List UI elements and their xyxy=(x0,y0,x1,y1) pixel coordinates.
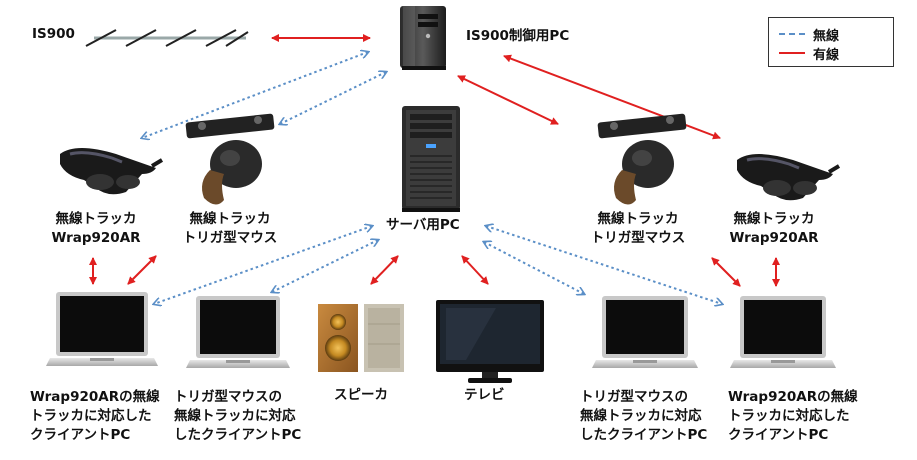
client-mouse-right-line-2: 無線トラッカに対応 xyxy=(580,408,702,424)
wired-link-pc-tracker-mouse-right xyxy=(457,75,559,125)
speaker-label: スピーカ xyxy=(334,387,388,403)
trigger-mouse-icon-left xyxy=(185,113,275,205)
client-wrap-left-line-1: Wrap920ARの無線 xyxy=(30,389,160,405)
client-wrap-right-label: Wrap920ARの無線 トラッカに対応した クライアントPC xyxy=(728,388,858,445)
wireless-link-server-client-3 xyxy=(484,242,584,294)
tracker-wrap-left-line-2: Wrap920AR xyxy=(51,230,141,246)
tracker-mouse-right-line-2: トリガ型マウス xyxy=(590,230,686,246)
wired-link-tracker-wrap-right-client xyxy=(711,257,741,287)
laptop-icon-3 xyxy=(592,296,698,368)
client-mouse-left-line-1: トリガ型マウスの xyxy=(174,389,282,405)
tracker-mouse-right-label: 無線トラッカ トリガ型マウス xyxy=(580,210,696,248)
client-wrap-right-line-3: クライアントPC xyxy=(728,427,829,443)
server-pc-label: サーバ用PC xyxy=(386,217,460,233)
tv-label: テレビ xyxy=(464,387,505,403)
wired-link-server-tv xyxy=(461,255,489,285)
tracker-wrap-right-line-2: Wrap920AR xyxy=(729,230,819,246)
legend: 無線 有線 xyxy=(768,17,894,67)
client-mouse-left-line-3: したクライアントPC xyxy=(174,427,302,443)
legend-item-wired: 有線 xyxy=(779,44,889,63)
tracker-wrap-right-label: 無線トラッカ Wrap920AR xyxy=(724,210,824,248)
legend-wired-label: 有線 xyxy=(813,48,840,63)
hmd-glasses-icon-right xyxy=(737,154,841,201)
is900-pc-label: IS900制御用PC xyxy=(466,28,570,44)
tracker-mouse-left-label: 無線トラッカ トリガ型マウス xyxy=(172,210,288,248)
client-wrap-right-line-1: Wrap920ARの無線 xyxy=(728,389,858,405)
hmd-glasses-icon-left xyxy=(60,148,164,195)
speaker-icon xyxy=(318,304,404,372)
wireless-link-pc-hmd-left xyxy=(142,52,368,138)
laptop-icon-4 xyxy=(730,296,836,368)
tv-icon xyxy=(436,300,544,383)
client-wrap-left-label: Wrap920ARの無線 トラッカに対応した クライアントPC xyxy=(30,388,160,445)
client-mouse-right-line-1: トリガ型マウスの xyxy=(580,389,688,405)
client-wrap-left-line-2: トラッカに対応した xyxy=(30,408,152,424)
trigger-mouse-icon-right xyxy=(597,113,687,205)
wireless-links xyxy=(142,52,722,304)
tracker-mouse-left-line-1: 無線トラッカ xyxy=(189,211,271,227)
tower-pc-icon-server xyxy=(402,106,460,212)
is900-label: IS900 xyxy=(32,26,75,42)
tracker-mouse-right-line-1: 無線トラッカ xyxy=(597,211,679,227)
legend-wired-swatch xyxy=(779,52,805,54)
laptop-icon-1 xyxy=(46,292,158,366)
legend-item-wireless: 無線 xyxy=(779,25,889,44)
client-wrap-left-line-3: クライアントPC xyxy=(30,427,131,443)
client-mouse-left-label: トリガ型マウスの 無線トラッカに対応 したクライアントPC xyxy=(174,388,301,445)
legend-wireless-label: 無線 xyxy=(813,29,840,44)
tower-pc-icon-is900 xyxy=(400,6,446,70)
client-mouse-right-line-3: したクライアントPC xyxy=(580,427,708,443)
tracker-mouse-left-line-2: トリガ型マウス xyxy=(182,230,278,246)
client-mouse-right-label: トリガ型マウスの 無線トラッカに対応 したクライアントPC xyxy=(580,388,707,445)
is900-rail-icon xyxy=(85,29,249,47)
tracker-wrap-left-label: 無線トラッカ Wrap920AR xyxy=(46,210,146,248)
tracker-wrap-right-line-1: 無線トラッカ xyxy=(733,211,815,227)
client-mouse-left-line-2: 無線トラッカに対応 xyxy=(174,408,296,424)
wired-links xyxy=(89,34,780,287)
tracker-wrap-left-line-1: 無線トラッカ xyxy=(55,211,137,227)
laptop-icon-2 xyxy=(186,296,290,368)
wired-link-tracker-mouse-left-client xyxy=(127,255,157,285)
client-wrap-right-line-2: トラッカに対応した xyxy=(728,408,850,424)
legend-wireless-swatch xyxy=(779,33,805,35)
wired-link-server-speaker xyxy=(370,255,399,285)
